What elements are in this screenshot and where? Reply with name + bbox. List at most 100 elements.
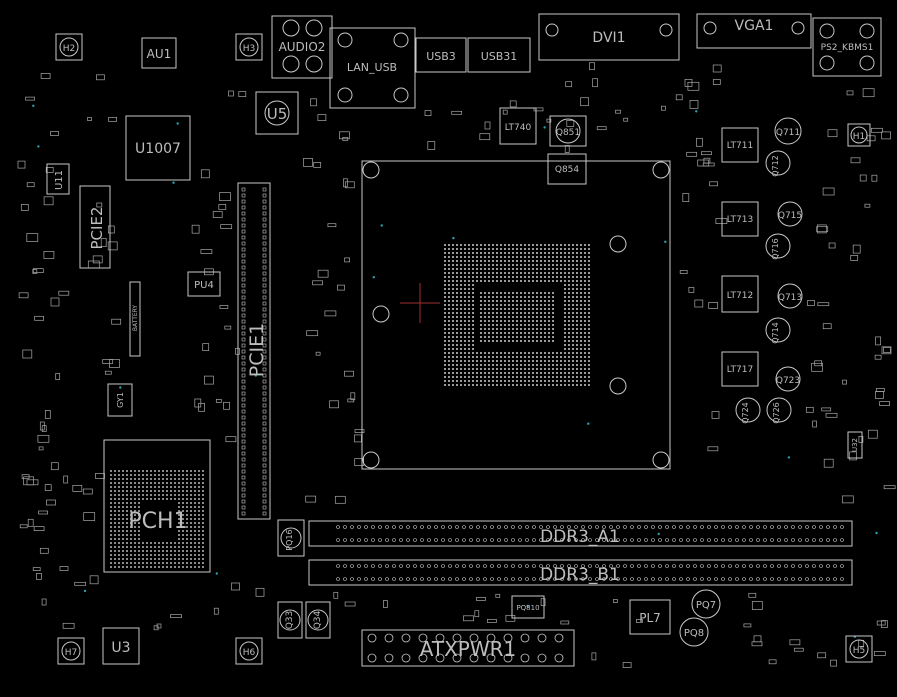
h3-mount-hole: H3 [235,33,263,61]
q711-mosfet: Q711 [774,117,802,145]
q716-mosfet: Q716 [765,233,791,260]
vga1-label: VGA1 [735,18,774,34]
q713-label: Q713 [778,293,802,303]
pcie1-label: PCIE1 [246,323,268,377]
usb3-connector: USB3 [415,37,467,73]
small-components [17,62,896,668]
pq810-label: PQ810 [516,604,539,612]
h5-mount-hole: H5 [845,635,873,663]
usb31-connector: USB31 [467,37,531,73]
lt713-label: LT713 [727,215,753,225]
u11-label: U11 [54,170,65,190]
usb31-label: USB31 [481,50,518,63]
h6-label: H6 [243,648,256,658]
ddr3-b1-label: DDR3_B1 [540,565,620,585]
q712-mosfet: Q712 [765,150,791,177]
q711-label: Q711 [776,128,800,138]
pl7-inductor: PL7 [629,599,671,635]
gy1-crystal: GY1 [107,383,133,417]
h6-mount-hole: H6 [235,637,263,665]
usb3-label: USB3 [426,50,456,63]
h5-label: H5 [853,646,866,656]
q33-label: Q33 [285,611,295,630]
q854-label: Q854 [555,165,580,175]
q724-label: Q724 [741,402,750,424]
u3-label: U3 [111,640,130,656]
u5-chip: U5 [255,91,299,135]
lan-usb-connector: LAN_USB [329,27,416,109]
lt711-label: LT711 [727,141,753,151]
pcie1-slot: PCIE1 [237,182,271,520]
lt717-inductor: LT717 [721,351,759,387]
pcie2-slot: PCIE2 [79,185,111,269]
lga-pin-field [444,244,590,386]
q34-mosfet: Q34 [305,601,331,639]
ps2-label: PS2_KBMS1 [821,43,874,53]
h7-mount-hole: H7 [57,637,85,665]
u1007-chip: U1007 [125,115,191,181]
pcie2-label: PCIE2 [88,207,106,250]
pch-chip: PCH1 [103,439,211,573]
q854-mosfet: Q854 [547,153,587,185]
battery-label: BATTERY [132,305,139,332]
ddr3-a1-label: DDR3_A1 [540,527,620,547]
pq16-label: PQ16 [285,529,294,550]
q714-label: Q714 [771,322,780,344]
lt713-inductor: LT713 [721,201,759,237]
q714-mosfet: Q714 [765,317,791,344]
vga-connector: VGA1 [696,13,812,49]
ps2-connector: PS2_KBMS1 [812,17,882,77]
atx-power-connector: ATXPWR1 [361,629,575,667]
u32-label: U32 [851,438,859,452]
pu4-chip: PU4 [187,271,221,297]
q715-mosfet: Q715 [777,201,803,227]
dvi-connector: DVI1 [538,13,680,61]
au1-label: AU1 [147,47,172,61]
h1-label: H1 [853,132,866,142]
pu4-label: PU4 [194,280,214,291]
u11-chip: U11 [46,163,70,195]
lt717-label: LT717 [727,365,753,375]
lan-usb-label: LAN_USB [347,61,397,74]
q726-label: Q726 [772,402,781,424]
lt712-label: LT712 [727,291,753,301]
atxpwr1-label: ATXPWR1 [420,637,517,661]
q723-mosfet: Q723 [775,366,801,392]
audio2-label: AUDIO2 [279,40,326,54]
pq8-mosfet: PQ8 [679,617,709,647]
h1-mount-hole: H1 [847,123,871,147]
gy1-label: GY1 [116,392,125,408]
lt712-inductor: LT712 [721,275,759,313]
q715-label: Q715 [778,211,802,221]
h2-mount-hole: H2 [55,33,83,61]
pq16-mosfet: PQ16 [277,519,305,557]
q712-label: Q712 [771,155,780,177]
lt740-inductor: LT740 [499,107,537,145]
q34-label: Q34 [313,610,323,629]
q724-mosfet: Q724 [735,397,761,424]
u5-label: U5 [267,105,288,123]
lt711-inductor: LT711 [721,127,759,163]
q851-mosfet: Q851 [549,115,587,147]
q726-mosfet: Q726 [766,397,792,424]
q723-label: Q723 [776,376,800,386]
u32-chip: U32 [847,431,863,459]
pl7-label: PL7 [639,611,661,625]
dimm-slot-b1: DDR3_B1 [308,559,853,586]
q851-label: Q851 [556,128,580,138]
u3-chip: U3 [102,627,140,665]
h3-label: H3 [243,44,256,54]
u1007-label: U1007 [135,141,181,157]
lt740-label: LT740 [505,123,532,133]
dvi-label: DVI1 [592,30,625,46]
pq8-label: PQ8 [684,628,704,639]
au1-chip: AU1 [141,37,177,69]
dimm-slot-a1: DDR3_A1 [308,520,853,547]
pq7-label: PQ7 [696,600,716,611]
cpu-socket [361,160,671,470]
pq810-mosfet: PQ810 [511,595,545,619]
q716-label: Q716 [771,238,780,260]
h2-label: H2 [63,44,76,54]
battery-holder: BATTERY [129,281,141,357]
